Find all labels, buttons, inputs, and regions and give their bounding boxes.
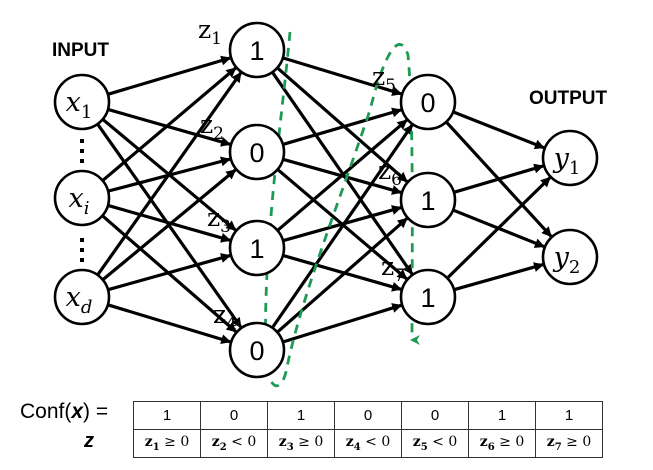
table-cell-condition: z5 < 0 <box>401 429 469 458</box>
input-label-x1: x1 <box>66 87 93 123</box>
edge-xd-z4 <box>107 303 232 345</box>
nodes-group <box>53 21 599 379</box>
edge-xd-z2 <box>101 168 237 282</box>
output-heading: OUTPUT <box>529 88 608 109</box>
z-label-z6: z6 <box>378 156 402 190</box>
table-cell-value: 1 <box>468 401 536 430</box>
edge-z7-y2 <box>453 262 545 292</box>
edge-x1-z2 <box>107 107 232 147</box>
z-label-z4: z4 <box>213 300 237 334</box>
z-label-z1: z1 <box>198 15 222 49</box>
edge-z4-z7 <box>282 303 403 344</box>
input-node-x1 <box>53 73 111 131</box>
hidden-value-z6: 1 <box>420 186 435 216</box>
edge-z6-y1 <box>453 163 545 194</box>
ellipsis-dot <box>80 238 84 242</box>
input-label-xi: xi <box>69 183 90 219</box>
ellipsis-dot <box>80 258 84 262</box>
edge-z3-z7 <box>282 253 403 292</box>
output-node-y1 <box>541 129 599 187</box>
hidden-value-z4: 0 <box>249 336 264 366</box>
edge-x1-z1 <box>107 55 232 96</box>
hidden-node-z3 <box>228 219 286 277</box>
edge-z5-y1 <box>452 110 545 150</box>
table-cell-value: 0 <box>200 401 268 430</box>
table-cell-condition: z7 ≥ 0 <box>535 429 603 458</box>
hidden-node-z5 <box>399 73 457 131</box>
edge-z4-z5 <box>271 124 414 329</box>
hidden-node-z2 <box>228 123 286 181</box>
table-cell-value: 1 <box>267 401 335 430</box>
edge-xd-z1 <box>96 71 243 276</box>
hidden-node-z4 <box>228 321 286 379</box>
labels-group: x1 xi xd 1 0 1 0 0 1 1 y1 y2 z1 z2 z3 z4 z5 z6 z7 INPUT OUTP… <box>52 15 608 366</box>
edge-z1-z5 <box>282 56 403 97</box>
table-cell-value: 1 <box>535 401 603 430</box>
input-node-xi <box>53 169 111 227</box>
output-label-y1: y1 <box>553 143 581 179</box>
table-cell-condition: z1 ≥ 0 <box>133 429 201 458</box>
table-cell-condition: z4 < 0 <box>334 429 402 458</box>
edge-z3-z5 <box>276 118 408 232</box>
ellipsis-dot <box>80 159 84 163</box>
hidden-value-z7: 1 <box>420 283 435 313</box>
edge-z7-y1 <box>446 176 552 280</box>
output-label-y2: y2 <box>553 242 581 278</box>
output-node-y2 <box>541 228 599 286</box>
z-row-label: z <box>84 430 94 452</box>
table-cell-condition: z6 ≥ 0 <box>468 429 536 458</box>
input-heading: INPUT <box>52 40 109 61</box>
edge-z2-z5 <box>282 107 403 146</box>
hidden-value-z1: 1 <box>249 36 264 66</box>
z-label-z7: z7 <box>381 252 405 286</box>
edge-xd-z3 <box>107 253 231 292</box>
ellipsis-dot <box>80 248 84 252</box>
ellipsis-dot <box>80 149 84 153</box>
z-label-z5: z5 <box>372 62 396 96</box>
conf-label: Conf(x) = <box>20 400 108 424</box>
input-label-xd: xd <box>66 282 93 318</box>
table-cell-value: 1 <box>133 401 201 430</box>
table-cell-condition: z2 < 0 <box>200 429 268 458</box>
table-cell-condition: z3 ≥ 0 <box>267 429 335 458</box>
hidden-node-z6 <box>399 171 457 229</box>
conf-suffix: ) = <box>83 400 109 423</box>
hidden-value-z5: 0 <box>420 88 435 118</box>
conf-prefix: Conf( <box>20 400 72 423</box>
hidden-node-z1 <box>228 21 286 79</box>
edge-xi-z1 <box>101 66 237 182</box>
z-label-z3: z3 <box>207 203 231 237</box>
neural-network-diagram: x1 xi xd 1 0 1 0 0 1 1 y1 y2 z1 z2 z3 z4 z5 z6 z7 INPUT OUTP… <box>52 15 608 388</box>
table-cell-value: 0 <box>401 401 469 430</box>
table-cell-value: 0 <box>334 401 402 430</box>
z-label-z2: z2 <box>200 110 224 144</box>
hidden-value-z3: 1 <box>249 234 264 264</box>
hidden-value-z2: 0 <box>249 138 264 168</box>
ellipsis-dot <box>80 139 84 143</box>
edges-group <box>96 55 553 345</box>
conf-var: x <box>71 400 84 423</box>
edge-z1-z7 <box>271 71 414 275</box>
hidden-node-z7 <box>399 268 457 326</box>
input-node-xd <box>53 268 111 326</box>
edge-z4-z6 <box>276 217 409 334</box>
